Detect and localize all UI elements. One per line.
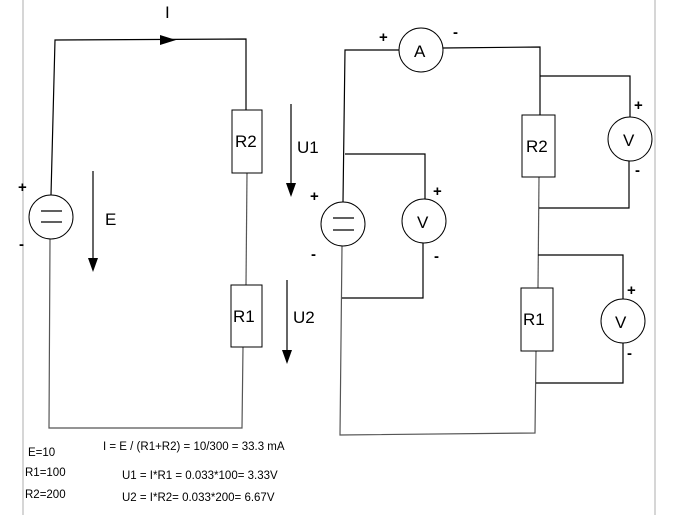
right-source-plus-sign: +: [310, 188, 319, 205]
left-r1-label: R1: [233, 307, 255, 326]
right-bottom-wire: [339, 245, 537, 436]
right-r2-label: R2: [526, 137, 548, 156]
given-r1: R1=100: [25, 467, 66, 479]
emf-label: E: [105, 210, 116, 229]
voltage-source-icon: [28, 194, 74, 240]
voltmeter-r1-label: V: [615, 313, 627, 332]
voltmeter-r1-minus-sign: -: [627, 345, 632, 362]
u2-arrow-icon: [282, 350, 292, 364]
vr2-top-wire: [540, 75, 631, 117]
left-mid-wire: [245, 172, 248, 286]
vr2-bottom-wire: [539, 161, 630, 209]
vr1-bottom-wire: [536, 343, 624, 384]
u2-label: U2: [293, 308, 315, 327]
vr1-top-wire: [538, 254, 624, 299]
voltmeter-source-icon: [401, 198, 447, 244]
voltmeter-source-minus-sign: -: [434, 248, 439, 265]
source-minus-sign: -: [19, 236, 24, 253]
ammeter-icon: [398, 27, 444, 73]
current-arrow-icon: [160, 35, 176, 45]
given-e: E=10: [28, 447, 55, 459]
u1-formula: U1 = I*R1 = 0.033*100= 3.33V: [122, 470, 278, 482]
given-r2: R2=200: [25, 489, 66, 501]
current-label: I: [165, 3, 170, 22]
ammeter-plus-sign: +: [379, 29, 388, 46]
right-top-right-wire: [442, 46, 541, 115]
ammeter-minus-sign: -: [453, 24, 458, 41]
right-top-left-wire: [342, 49, 399, 203]
vs-bottom-wire: [342, 243, 424, 299]
voltmeter-source-plus-sign: +: [433, 183, 442, 200]
voltmeter-r1-icon: [600, 298, 646, 344]
emf-arrow-icon: [88, 258, 98, 272]
left-circuit: I + - E R2 U1 R1 U2: [18, 3, 319, 429]
left-resistor-r1: [230, 284, 263, 348]
right-voltage-source-icon: [320, 201, 366, 247]
voltmeter-r2-icon: [607, 116, 653, 162]
left-top-wire: [50, 38, 247, 196]
voltmeter-r1-plus-sign: +: [627, 282, 636, 299]
left-bottom-wire: [48, 238, 244, 429]
calculations-block: E=10 R1=100 R2=200 I = E / (R1+R2) = 10/…: [25, 441, 285, 504]
u1-arrow-icon: [286, 183, 296, 197]
right-circuit: A + - + - V + - R2 V + - R1 V + -: [310, 24, 653, 436]
current-formula: I = E / (R1+R2) = 10/300 = 33.3 mA: [103, 441, 285, 453]
voltmeter-r2-label: V: [623, 131, 635, 150]
right-resistor-r1: [520, 287, 554, 352]
voltmeter-source-label: V: [417, 213, 429, 232]
voltmeter-r2-minus-sign: -: [635, 162, 640, 179]
vs-top-wire: [345, 153, 426, 199]
u1-label: U1: [297, 138, 319, 157]
voltmeter-r2-plus-sign: +: [634, 97, 643, 114]
left-r2-label: R2: [235, 132, 257, 151]
left-resistor-r2: [231, 109, 263, 174]
right-r1-label: R1: [523, 310, 545, 329]
source-plus-sign: +: [18, 179, 27, 196]
right-mid-wire: [537, 176, 540, 289]
u2-formula: U2 = I*R2= 0.033*200= 6.67V: [122, 492, 275, 504]
right-resistor-r2: [521, 114, 556, 178]
right-source-minus-sign: -: [311, 246, 316, 263]
ammeter-label: A: [414, 42, 426, 61]
